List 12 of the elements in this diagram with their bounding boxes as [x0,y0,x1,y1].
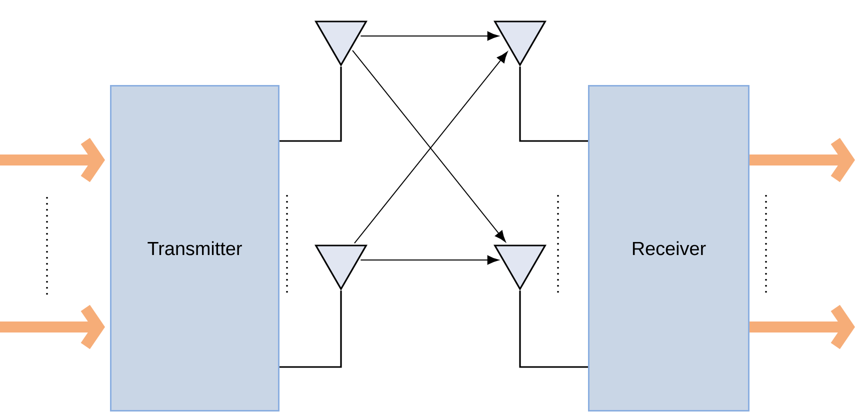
block-arrow [750,138,855,182]
arrow [360,31,499,41]
arrow [360,255,499,265]
wire [280,66,342,142]
block-arrow [0,138,105,182]
wire [280,290,342,368]
transmitter-box: Transmitter [110,85,280,412]
block-arrow [0,304,105,350]
wire [519,290,588,368]
receiver-box: Receiver [588,85,750,412]
wire [519,66,588,142]
block-arrow [750,304,855,350]
